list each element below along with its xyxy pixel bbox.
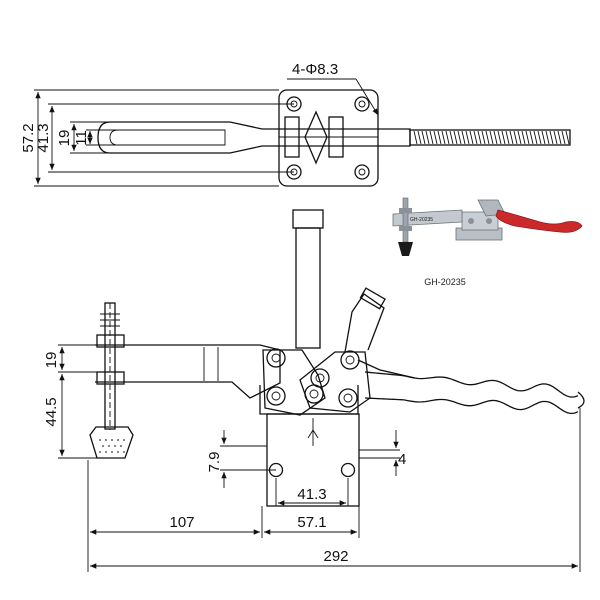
top-arm-slot — [109, 129, 226, 146]
rubber-cap — [89, 426, 134, 459]
dim-292: 292 — [323, 548, 348, 565]
handle-top-edge — [364, 371, 579, 398]
hole-callout: 4-Φ8.3 — [292, 61, 338, 78]
side-base-plate — [266, 413, 360, 507]
top-view: 4-Φ8.3 57.2 41.3 19 11 — [20, 61, 571, 187]
rubber-texture — [99, 439, 125, 453]
top-link — [304, 110, 328, 165]
dim-57-1: 57.1 — [297, 514, 326, 531]
product-photo: GH-20235 GH-20235 — [392, 197, 583, 287]
top-mounting-holes — [286, 96, 370, 180]
side-view: 19 44.5 7.9 4 41.3 107 57.1 292 — [43, 209, 585, 572]
top-base-plate — [278, 89, 379, 187]
photo-caption: GH-20235 — [424, 277, 466, 287]
main-link — [262, 349, 326, 416]
dim-57-2: 57.2 — [20, 123, 37, 152]
dim-41-3: 41.3 — [35, 123, 52, 152]
dim-107: 107 — [169, 514, 194, 531]
upright-cap — [292, 209, 324, 229]
spindle-nut-lower — [96, 371, 125, 385]
spindle-nut-upper — [96, 334, 125, 348]
dim-19: 19 — [56, 130, 73, 147]
top-handle-grip — [409, 129, 571, 146]
dim-44-5: 44.5 — [43, 397, 60, 426]
dim-side-41-3: 41.3 — [297, 486, 326, 503]
handle-bottom-edge — [364, 397, 579, 415]
photo-red-handle — [495, 209, 583, 233]
dim-side-19: 19 — [43, 352, 60, 369]
pivot-pins — [266, 348, 360, 408]
dim-4: 4 — [398, 451, 406, 468]
toggle-lever — [344, 293, 385, 353]
dim-7-9: 7.9 — [206, 452, 223, 473]
photo-arm-label: GH-20235 — [410, 217, 433, 223]
dim-11: 11 — [73, 130, 90, 146]
photo-rubber-tip — [398, 242, 413, 256]
top-grip-texture — [413, 130, 570, 145]
top-arm-outline — [97, 121, 411, 154]
side-arm — [95, 344, 281, 399]
upright-tube — [295, 227, 321, 349]
